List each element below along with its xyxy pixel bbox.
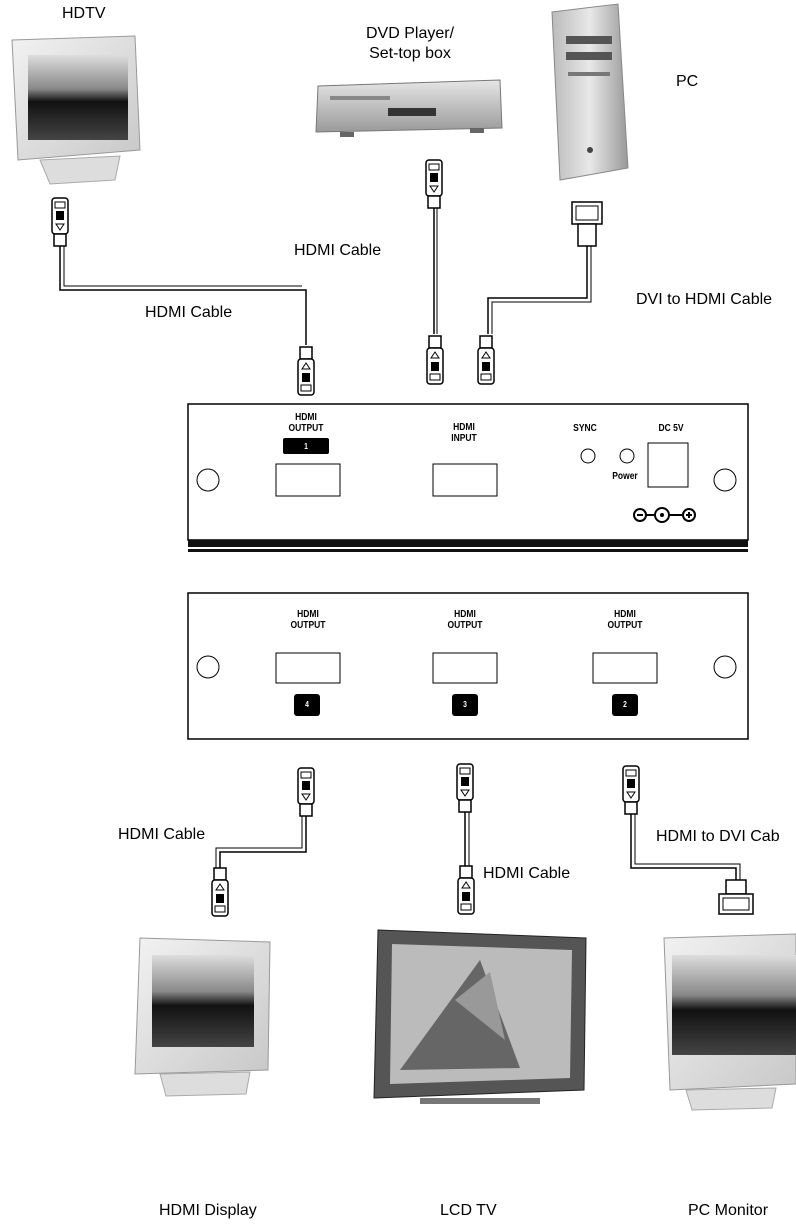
front-output-label: HDMI OUTPUT (272, 412, 340, 434)
pc-monitor-cable (622, 765, 754, 915)
lcd-tv-cable-label: HDMI Cable (483, 865, 571, 882)
front-output-label-line-1: HDMI (295, 412, 317, 423)
dvd-hdmi-cable (425, 159, 444, 385)
pc-label: PC (676, 73, 699, 90)
pc-dvi-cable (477, 201, 603, 385)
rear-output-4-label-line-2: OUTPUT (290, 620, 326, 631)
rear-output-4-label: HDMI OUTPUT (274, 609, 342, 631)
rear-port-number-4: 4 (305, 700, 309, 709)
pc-monitor-label: PC Monitor (688, 1202, 769, 1219)
dvd-label-line-1: DVD Player/ (365, 25, 455, 42)
rear-output-3-label-line-1: HDMI (454, 609, 476, 620)
lcd-tv-image (373, 929, 587, 1104)
rear-output-4-label-line-1: HDMI (297, 609, 319, 620)
lcd-tv-label: LCD TV (440, 1202, 497, 1219)
pc-tower-image (551, 3, 629, 181)
rear-output-2-label-line-1: HDMI (614, 609, 636, 620)
sync-label: SYNC (573, 423, 597, 434)
hdmi-display-image (134, 937, 271, 1097)
front-input-label-line-1: HDMI (453, 422, 475, 433)
rear-panel (187, 592, 749, 740)
hdmi-display-cable-label: HDMI Cable (118, 826, 206, 843)
pc-cable-label: DVI to HDMI Cable (636, 291, 773, 308)
dvd-cable-label: HDMI Cable (294, 242, 382, 259)
rear-port-number-2: 2 (623, 700, 627, 709)
power-label: Power (612, 471, 638, 482)
dvd-player-image (315, 79, 503, 137)
front-panel (187, 403, 749, 552)
front-output-label-line-2: OUTPUT (288, 423, 324, 434)
front-input-label: HDMI INPUT (430, 422, 498, 444)
dvd-player-label: DVD Player/ Set-top box (320, 24, 500, 64)
pc-monitor-cable-label: HDMI to DVI Cab (656, 828, 780, 845)
pc-monitor-image (663, 933, 796, 1111)
rear-output-2-label-line-2: OUTPUT (607, 620, 643, 631)
hdtv-cable-label: HDMI Cable (145, 304, 233, 321)
hdmi-display-label: HDMI Display (159, 1202, 257, 1219)
hdtv-label: HDTV (62, 5, 106, 22)
rear-output-3-label-line-2: OUTPUT (447, 620, 483, 631)
lcd-tv-cable (456, 763, 475, 915)
front-input-label-line-2: INPUT (451, 433, 477, 444)
front-output-port-number: 1 (304, 442, 308, 451)
rear-output-2-label: HDMI OUTPUT (591, 609, 659, 631)
dc-polarity-icon (633, 507, 696, 523)
dc-5v-label: DC 5V (658, 423, 684, 434)
hdtv-monitor-image (11, 35, 141, 185)
rear-port-number-3: 3 (463, 700, 467, 709)
rear-output-3-label: HDMI OUTPUT (431, 609, 499, 631)
dvd-label-line-2: Set-top box (369, 45, 451, 62)
hdtv-hdmi-cable (51, 197, 315, 396)
hdmi-display-cable (211, 767, 315, 917)
